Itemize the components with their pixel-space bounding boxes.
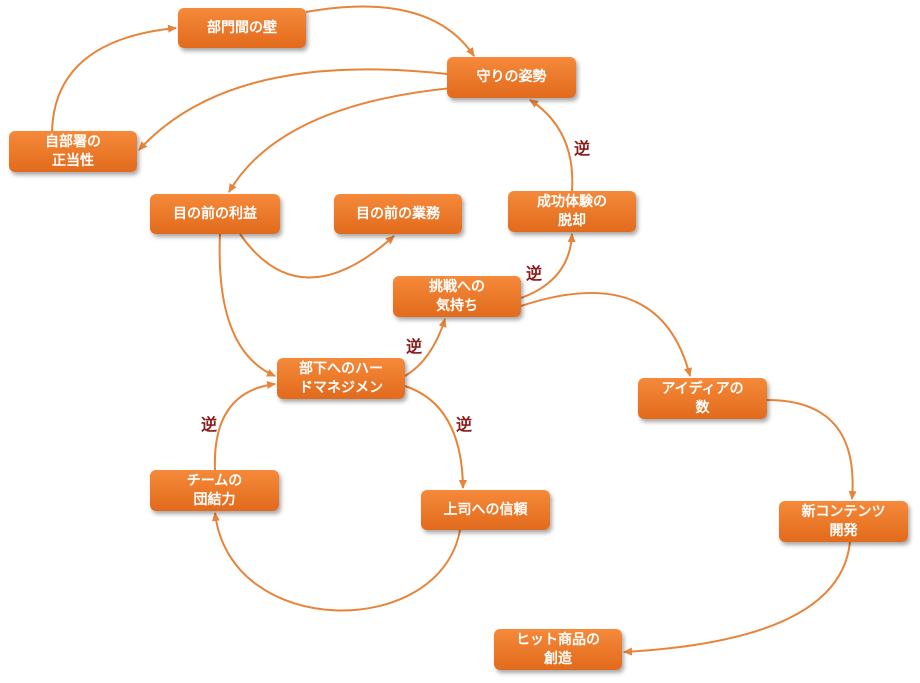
node-chosen: 挑戦への 気持ち <box>393 276 521 317</box>
arrow-team-to-buka <box>213 381 276 471</box>
node-hit: ヒット商品の 創造 <box>494 629 622 670</box>
arrow-seiko-to-mamori <box>529 99 574 192</box>
arrow-chosen-to-idea <box>520 292 692 377</box>
node-jibusho: 自部署の 正当性 <box>9 131 137 172</box>
arrow-idea-to-shin <box>766 399 857 500</box>
arrow-shin-to-hit <box>623 541 851 656</box>
reverse-label: 逆 <box>406 337 423 356</box>
node-mamori: 守りの姿勢 <box>447 57 576 98</box>
reverse-label: 逆 <box>201 415 218 434</box>
arrow-rieki-to-buka <box>218 233 276 377</box>
arrow-joshi-to-team <box>211 512 461 612</box>
node-bumon-kabe: 部門間の壁 <box>178 8 306 48</box>
arrow-bumon-to-mamori <box>305 5 475 57</box>
node-joshi: 上司への信頼 <box>421 490 550 530</box>
arrow-buka-to-joshi <box>404 385 467 489</box>
arrow-rieki-to-gyomu <box>239 233 395 279</box>
node-shin: 新コンテンツ 開発 <box>779 501 908 542</box>
node-team: チームの 団結力 <box>150 470 279 511</box>
node-seiko: 成功体験の 脱却 <box>508 191 636 232</box>
arrow-mamori-to-rieki <box>228 87 453 193</box>
node-idea: アイディアの 数 <box>638 378 767 419</box>
reverse-label: 逆 <box>456 415 473 434</box>
arrow-buka-to-chosen <box>404 318 447 377</box>
reverse-label: 逆 <box>526 264 543 283</box>
node-rieki: 目の前の利益 <box>150 194 280 234</box>
arrow-mamori-to-jibusho <box>138 68 448 151</box>
node-gyomu: 目の前の業務 <box>334 194 462 234</box>
node-buka: 部下へのハー ドマネジメン <box>277 358 405 399</box>
arrow-jibusho-to-bumon <box>51 24 177 132</box>
reverse-label: 逆 <box>574 139 591 158</box>
arrow-chosen-to-seiko <box>520 233 576 299</box>
